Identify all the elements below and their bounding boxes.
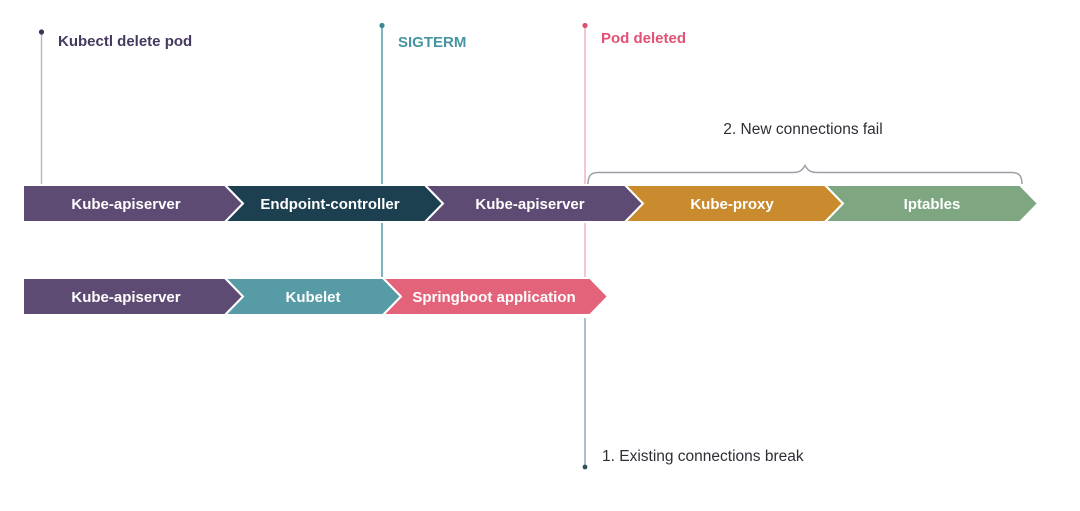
- segment-kube-apiserver-1-label: Kube-apiserver: [71, 196, 180, 213]
- segment-kube-proxy-label: Kube-proxy: [690, 196, 774, 213]
- existing-connections-line-group: [582, 318, 588, 470]
- sigterm-label: SIGTERM: [398, 34, 466, 51]
- segment-kubelet-label: Kubelet: [285, 289, 340, 306]
- row-pod-termination-flow: [22, 277, 610, 316]
- pod-deleted-dot: [582, 22, 588, 29]
- pod-deleted-label: Pod deleted: [601, 30, 686, 47]
- kubectl-delete-pod-dot: [38, 29, 45, 35]
- new-connections-brace: [587, 164, 1023, 185]
- row-pod-termination-labels: Kube-apiserver Kubelet Springboot applic…: [71, 289, 575, 306]
- segment-iptables: [822, 184, 1040, 223]
- existing-connections-dot: [582, 464, 588, 470]
- marker-sigterm: SIGTERM: [379, 22, 466, 278]
- segment-springboot-application-label: Springboot application: [412, 289, 575, 306]
- segment-kube-apiserver-2-label: Kube-apiserver: [475, 196, 584, 213]
- marker-kubectl-delete-pod: Kubectl delete pod: [38, 29, 192, 185]
- marker-pod-deleted: Pod deleted: [582, 22, 686, 316]
- sigterm-dot: [379, 22, 385, 29]
- existing-connections-break-label: 1. Existing connections break: [602, 448, 804, 465]
- new-connections-fail-label: 2. New connections fail: [723, 121, 882, 138]
- segment-iptables-label: Iptables: [904, 196, 961, 213]
- segment-springboot-application: [380, 277, 610, 316]
- segment-endpoint-controller-label: Endpoint-controller: [260, 196, 399, 213]
- kubectl-delete-pod-label: Kubectl delete pod: [58, 33, 192, 50]
- row-endpoint-removal-flow: [22, 184, 1040, 223]
- segment-kube-apiserver-3-label: Kube-apiserver: [71, 289, 180, 306]
- row-endpoint-removal-labels: Kube-apiserver Endpoint-controller Kube-…: [71, 196, 960, 213]
